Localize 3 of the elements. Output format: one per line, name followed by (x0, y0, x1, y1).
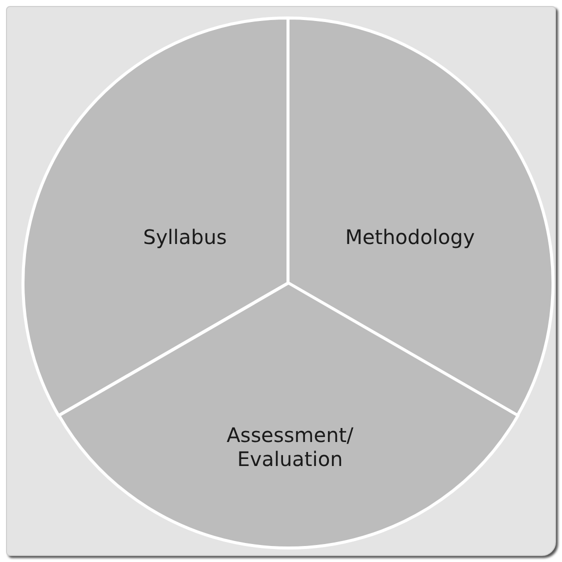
sector-label: Methodology (344, 225, 476, 249)
sector-label: Assessment/ Evaluation (226, 423, 354, 471)
sector-label: Syllabus (142, 225, 228, 249)
